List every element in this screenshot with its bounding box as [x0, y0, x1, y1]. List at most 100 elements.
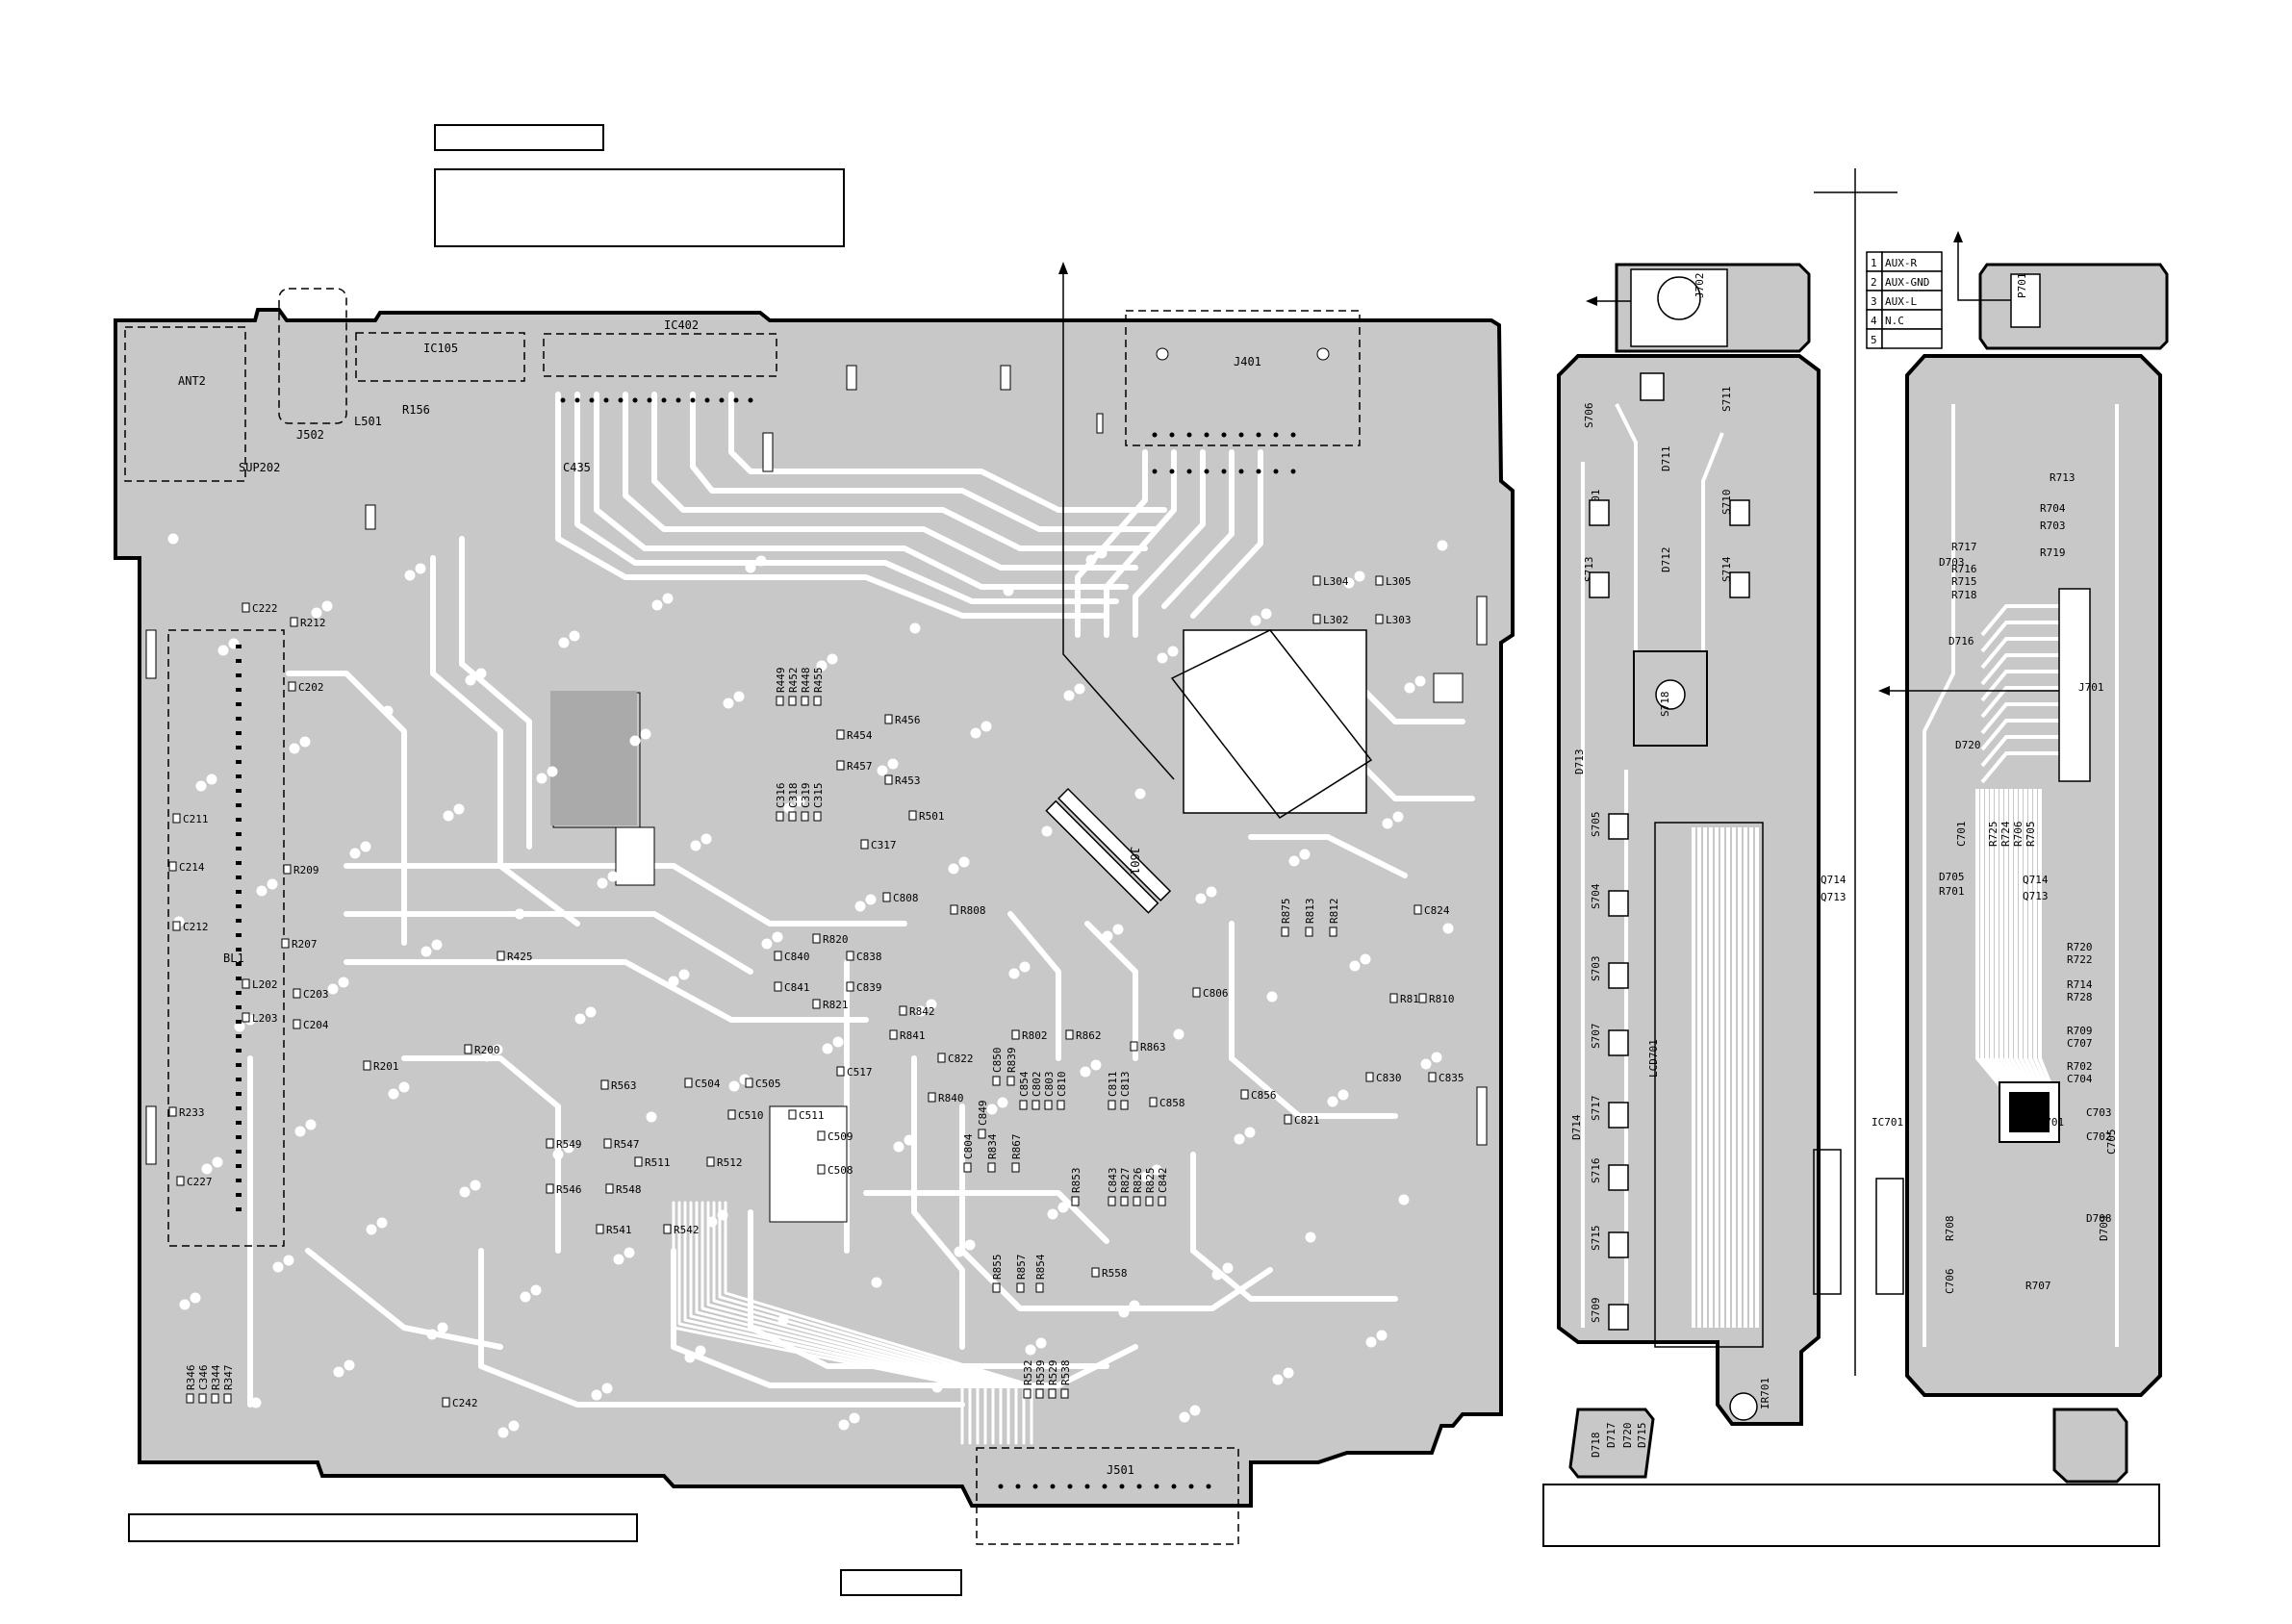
via-53	[755, 555, 767, 567]
via-112	[854, 901, 866, 912]
center-block-2	[1875, 1178, 1904, 1295]
bundle-trace-0	[672, 1201, 964, 1445]
ic402-pin-4	[618, 397, 624, 403]
component-label-j601: J601	[1128, 847, 1141, 875]
via-150	[745, 562, 756, 573]
pin-number: 4	[1871, 315, 1877, 327]
via-77	[1360, 953, 1371, 965]
via-40	[321, 600, 333, 612]
right-trace-j-6	[1980, 702, 2059, 735]
component-label-r708: R708	[1944, 1216, 1956, 1242]
component-label-c319: C319	[800, 783, 812, 809]
via-165	[1442, 923, 1454, 934]
component-label-r725: R725	[1987, 822, 1999, 848]
pad-r200	[464, 1044, 472, 1054]
via-148	[481, 1051, 493, 1062]
bl1-pin-36	[236, 1164, 242, 1168]
component-label-r546: R546	[556, 1183, 582, 1196]
right-trace-9	[2019, 789, 2038, 1088]
caption-box-center	[840, 1569, 962, 1596]
bl1-pin-0	[236, 645, 242, 648]
bl1-pin-14	[236, 847, 242, 850]
pad-r532	[1023, 1388, 1031, 1399]
component-label-r842: R842	[909, 1005, 935, 1018]
via-166	[294, 1126, 306, 1137]
board-feature-6	[762, 432, 774, 472]
component-label-r720: R720	[2067, 941, 2093, 953]
component-label-c211: C211	[183, 813, 209, 825]
component-label-c508: C508	[828, 1164, 853, 1177]
trace-33	[1084, 921, 1138, 1061]
component-label-s709: S709	[1590, 1298, 1602, 1324]
via-50	[360, 841, 371, 852]
pad-r539	[1035, 1388, 1044, 1399]
bl1-pin-28	[236, 1049, 242, 1053]
pad-c316	[776, 811, 784, 822]
component-label-s707: S707	[1590, 1024, 1602, 1050]
trace-19	[478, 1248, 965, 1408]
bl1-pin-9	[236, 774, 242, 778]
ic402-pin-8	[675, 397, 681, 403]
bl1-pin-21	[236, 948, 242, 952]
via-176	[333, 1366, 344, 1378]
bl1-pin-39	[236, 1207, 242, 1211]
component-label-r826: R826	[1132, 1168, 1144, 1194]
component-label-r821: R821	[823, 999, 849, 1011]
via-145	[1365, 1336, 1377, 1348]
via-141	[838, 1419, 850, 1431]
component-label-c214: C214	[179, 861, 205, 874]
pad-c804	[963, 1162, 972, 1173]
pad-c505	[745, 1078, 753, 1088]
component-label-j502: J502	[296, 428, 324, 442]
j501-pin-2	[1032, 1484, 1038, 1489]
component-label-s718: S718	[1659, 692, 1671, 718]
ic402-pin-6	[647, 397, 652, 403]
right-trace-j-0	[1980, 604, 2059, 637]
pad-c830	[1365, 1072, 1374, 1082]
board-feature-1	[615, 826, 655, 886]
via-5	[827, 653, 838, 665]
pin-name: N.C	[1885, 315, 1904, 327]
p701-module	[1978, 263, 2169, 350]
j401-pin-b-5	[1238, 469, 1244, 474]
pad-c843	[1108, 1196, 1116, 1206]
pad-c835	[1428, 1072, 1437, 1082]
via-178	[597, 877, 608, 889]
via-81	[607, 871, 619, 882]
right-trace-11	[2028, 789, 2046, 1088]
ic402-pin-13	[748, 397, 753, 403]
right-trace-13	[2038, 789, 2053, 1088]
component-label-r841: R841	[900, 1029, 926, 1042]
component-label-c203: C203	[303, 988, 329, 1001]
via-92	[777, 1314, 789, 1326]
bl1-pin-29	[236, 1063, 242, 1067]
right-trace-j-8	[1980, 735, 2059, 768]
component-label-s716: S716	[1590, 1158, 1602, 1184]
trace-24	[1229, 921, 1398, 1119]
component-label-c509: C509	[828, 1130, 853, 1143]
trace-27	[911, 1055, 965, 1350]
pad-r457	[836, 760, 845, 771]
switch-pad-top-3	[1729, 571, 1750, 598]
component-label-r808: R808	[960, 904, 986, 917]
trace-5	[690, 392, 1158, 532]
j701-connector	[2058, 588, 2091, 782]
component-label-r457: R457	[847, 760, 873, 773]
via-37	[1206, 886, 1217, 898]
pad-c810	[1057, 1100, 1065, 1110]
bl1-pin-17	[236, 890, 242, 894]
component-label-c701: C701	[1955, 822, 1968, 848]
component-label-c504: C504	[695, 1078, 721, 1090]
component-label-d716: D716	[1948, 635, 1974, 647]
pad-r542	[663, 1224, 672, 1234]
via-14	[733, 691, 745, 702]
pad-c841	[774, 981, 782, 992]
board-feature-8	[1476, 1086, 1488, 1146]
pad-c813	[1120, 1100, 1129, 1110]
pad-c227	[176, 1176, 185, 1186]
via-80	[475, 668, 487, 679]
component-label-j702: J702	[1694, 273, 1706, 299]
switch-pad-top-0	[1589, 499, 1610, 526]
pad-r834	[987, 1162, 996, 1173]
